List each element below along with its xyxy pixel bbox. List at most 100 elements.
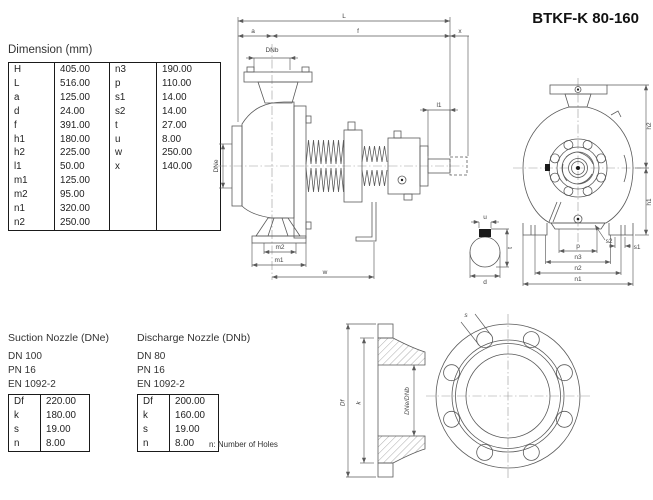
- label-s: s: [464, 312, 468, 319]
- discharge-dn: DN 80: [137, 351, 166, 362]
- dim-value: 225.00: [54, 146, 110, 161]
- dim-value: 95.00: [54, 188, 110, 203]
- label-t: t: [507, 247, 514, 249]
- label-p: p: [576, 243, 580, 250]
- dim-key: [109, 188, 157, 203]
- dim-key: n3: [109, 62, 157, 77]
- dim-key: H: [14, 64, 22, 75]
- label-L: L: [342, 13, 346, 20]
- dim-bottom: p n3 n2 n1 s2 s1: [522, 224, 641, 287]
- dim-a-f-x: a f x: [238, 28, 469, 156]
- label-n2: n2: [574, 265, 582, 272]
- dim-value: 8.00: [156, 132, 221, 147]
- flange-value: 19.00: [169, 422, 219, 437]
- dim-value: 14.00: [156, 104, 221, 119]
- label-n3: n3: [574, 254, 582, 261]
- dim-value: 140.00: [156, 160, 221, 175]
- dim-DNe-DNb: DNe/DNb: [404, 365, 417, 436]
- impeller: [561, 151, 595, 185]
- flange-key: n: [143, 437, 149, 449]
- dim-h2-h1: h2 h1: [607, 84, 653, 236]
- label-DNe: DNe: [213, 159, 220, 172]
- casing-outline: [522, 106, 634, 224]
- dim-Df: Df: [340, 323, 376, 478]
- bearing-flange-circle: [545, 138, 608, 198]
- label-s1: s1: [634, 244, 641, 251]
- label-a: a: [251, 28, 255, 35]
- dim-key: [109, 215, 157, 231]
- flange-key: s: [143, 423, 148, 435]
- dim-value: 190.00: [156, 62, 221, 77]
- dim-value: 125.00: [54, 174, 110, 189]
- label-m1: m1: [274, 257, 283, 264]
- flange-detail-drawing: Df k DNe/DNb s: [340, 312, 590, 478]
- flange-value: 200.00: [169, 394, 219, 409]
- dim-key: p: [109, 76, 157, 91]
- shaft-cross-section: u t d: [469, 214, 514, 286]
- suction-nozzle-heading: Suction Nozzle (DNe): [8, 332, 109, 344]
- flange-key: Df: [14, 396, 24, 407]
- dim-key: t: [109, 118, 157, 133]
- dim-value: 320.00: [54, 202, 110, 216]
- dim-key: L: [14, 77, 20, 89]
- dim-key: n1: [14, 203, 25, 215]
- flange-section: [377, 323, 426, 478]
- label-Df: Df: [340, 399, 347, 407]
- flange-key: n: [14, 437, 20, 449]
- label-k: k: [356, 401, 363, 405]
- dim-value: 110.00: [156, 76, 221, 91]
- flange-face: s: [426, 312, 590, 478]
- flange-key: k: [143, 409, 148, 421]
- dim-key: w: [109, 146, 157, 161]
- flange-value: 180.00: [40, 408, 90, 423]
- dim-key: x: [109, 160, 157, 175]
- label-f: f: [357, 28, 359, 35]
- dim-key: s1: [109, 90, 157, 105]
- dim-value: [156, 202, 221, 216]
- dim-value: 250.00: [156, 146, 221, 161]
- dim-value: 27.00: [156, 118, 221, 133]
- dim-l1: l1: [420, 102, 458, 156]
- dim-key: m2: [14, 189, 28, 201]
- centerlines: [218, 44, 466, 280]
- dim-key: l1: [14, 161, 22, 173]
- flange-key: k: [14, 409, 19, 421]
- label-u: u: [483, 214, 487, 221]
- dim-DNe: DNe: [213, 143, 232, 189]
- flange-key: s: [14, 423, 19, 435]
- label-l1: l1: [436, 102, 441, 109]
- dimension-table-heading: Dimension (mm): [8, 44, 93, 56]
- dim-value: 125.00: [54, 90, 110, 105]
- dim-value: [156, 215, 221, 231]
- label-DNe-DNb: DNe/DNb: [404, 387, 411, 415]
- dim-value: 50.00: [54, 160, 110, 175]
- dim-value: 250.00: [54, 215, 110, 231]
- discharge-pn: PN 16: [137, 365, 165, 376]
- dim-key: a: [14, 91, 20, 103]
- suction-dn: DN 100: [8, 351, 42, 362]
- flange-value: 19.00: [40, 422, 90, 437]
- top-flange: [549, 84, 608, 108]
- discharge-nozzle-heading: Discharge Nozzle (DNb): [137, 332, 251, 344]
- dim-key: s2: [109, 104, 157, 119]
- discharge-standard: EN 1092-2: [137, 379, 185, 390]
- discharge-flange: [243, 66, 313, 104]
- dim-value: [156, 174, 221, 189]
- dim-key: m1: [14, 175, 28, 187]
- dim-key: h2: [14, 147, 25, 159]
- pump-casing: [231, 101, 312, 239]
- pump-foot: [251, 217, 307, 244]
- dim-DNb: DNb: [246, 47, 298, 70]
- dim-key: [109, 202, 157, 216]
- page-title: BTKF-K 80-160: [532, 10, 639, 27]
- pump-front-view-drawing: h2 h1 p n3 n2 n1 s2 s1: [469, 78, 653, 287]
- dim-value: 516.00: [54, 76, 110, 91]
- flange-key: Df: [143, 396, 153, 407]
- flange-value: 220.00: [40, 394, 90, 409]
- dim-value: 14.00: [156, 90, 221, 105]
- dim-key: d: [14, 105, 20, 117]
- label-x: x: [458, 28, 462, 35]
- label-n1: n1: [574, 276, 582, 283]
- dim-m2-m1-w: m2 m1 w: [251, 242, 375, 280]
